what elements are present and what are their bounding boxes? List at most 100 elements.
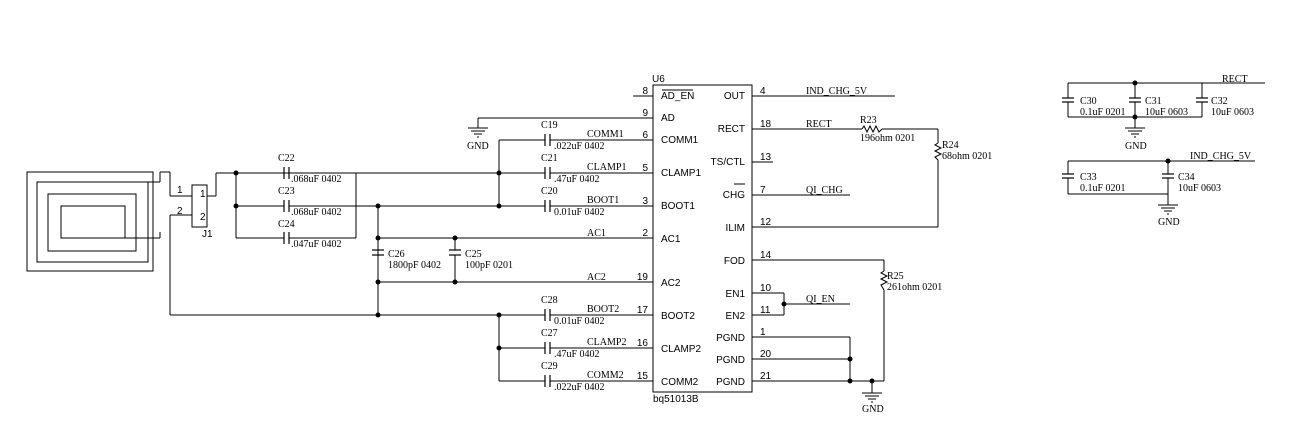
cap-c30 (1062, 97, 1074, 103)
r24-value: 68ohm 0201 (942, 151, 992, 162)
c25-ref: C25 (465, 249, 482, 260)
cap-c20 (544, 200, 551, 212)
net-label-qi-chg: QI_CHG (806, 185, 843, 196)
net-label-clamp2: CLAMP2 (587, 337, 626, 348)
net-label-rect-bank: RECT (1222, 74, 1248, 85)
pin-num-20: 20 (760, 349, 772, 360)
c31-ref: C31 (1145, 96, 1162, 107)
pin-name-ilim: ILIM (726, 223, 745, 234)
r23-value: 196ohm 0201 (860, 133, 915, 144)
pin-name-comm1: COMM1 (661, 135, 699, 146)
c32-value: 10uF 0603 (1211, 107, 1254, 118)
resistor-r23 (861, 124, 883, 134)
cap-c34 (1162, 173, 1174, 179)
r25-ref: R25 (887, 271, 904, 282)
gnd-symbol-ind (1158, 204, 1178, 215)
pin-name-ac1: AC1 (661, 234, 681, 245)
net-labels: COMM1 CLAMP1 BOOT1 AC1 AC2 BOOT2 CLAMP2 … (587, 74, 1252, 381)
c34-ref: C34 (1178, 172, 1195, 183)
cap-c21 (544, 167, 551, 179)
pin-num-7: 7 (760, 185, 766, 196)
pin-num-3: 3 (642, 196, 648, 207)
c33-ref: C33 (1080, 172, 1097, 183)
pin-name-comm2: COMM2 (661, 377, 699, 388)
pin-name-out: OUT (724, 91, 745, 102)
ic-ref: U6 (652, 74, 665, 85)
cap-c26 (372, 249, 384, 256)
pin-name-pgnd-2: PGND (716, 355, 745, 366)
cap-c19 (544, 134, 551, 146)
net-label-comm1: COMM1 (587, 129, 624, 140)
pin-num-17: 17 (637, 305, 649, 316)
ic-part-number: bq51013B (653, 394, 699, 405)
cap-c25 (449, 249, 461, 256)
c24-ref: C24 (278, 219, 295, 230)
c26-value: 1800pF 0402 (388, 260, 441, 271)
pin-num-1: 1 (760, 327, 766, 338)
gnd-label-pgnd: GND (862, 404, 884, 415)
c34-value: 10uF 0603 (1178, 183, 1221, 194)
pin-num-9: 9 (642, 108, 648, 119)
c29-value: .022uF 0402 (554, 382, 605, 393)
pin-name-ts-ctl: TS/CTL (711, 157, 746, 168)
pin-num-5: 5 (642, 163, 648, 174)
j1-ref: J1 (202, 229, 213, 240)
net-label-ind-chg-5v: IND_CHG_5V (806, 86, 868, 97)
pin-name-fod: FOD (724, 256, 745, 267)
c27-value: .47uF 0402 (554, 349, 600, 360)
pin-name-ad: AD (661, 113, 675, 124)
pin-num-16: 16 (637, 338, 649, 349)
pin-num-21: 21 (760, 371, 772, 382)
pin-num-13: 13 (760, 152, 772, 163)
c19-ref: C19 (541, 120, 558, 131)
cap-c33 (1062, 173, 1074, 179)
pin-num-18: 18 (760, 119, 772, 130)
pin-name-chg: CHG (723, 190, 745, 201)
pin-num-8: 8 (642, 86, 648, 97)
receiver-coil (26, 171, 160, 272)
resistor-r24 (933, 142, 943, 161)
junction-dots (233, 80, 1171, 384)
c21-ref: C21 (541, 153, 558, 164)
pin-num-6: 6 (642, 130, 648, 141)
gnd-symbol-ad (468, 127, 488, 138)
net-label-rect: RECT (806, 119, 832, 130)
pin-name-en2: EN2 (726, 311, 746, 322)
cap-c22 (283, 167, 290, 179)
cap-c23 (283, 200, 290, 212)
pin-name-rect: RECT (718, 124, 745, 135)
j1-pin1-label: 1 (200, 189, 206, 200)
j1-wire2-number: 2 (177, 206, 183, 217)
pin-name-en1: EN1 (726, 289, 746, 300)
j1-wire1-number: 1 (177, 185, 183, 196)
c32-ref: C32 (1211, 96, 1228, 107)
c20-value: 0.01uF 0402 (554, 207, 605, 218)
ground-labels: GND GND GND GND (467, 141, 1180, 415)
pin-name-clamp2: CLAMP2 (661, 344, 701, 355)
cap-c31 (1129, 97, 1141, 103)
c23-value: .068uF 0402 (291, 207, 342, 218)
cap-c32 (1196, 97, 1208, 103)
ic-u6: U6 bq51013B AD_EN AD COMM1 CLAMP1 BOOT1 … (637, 74, 772, 405)
connector-j1: 1 2 J1 1 2 (177, 184, 213, 240)
c24-value: .047uF 0402 (291, 239, 342, 250)
cap-c29 (544, 375, 551, 387)
net-label-comm2: COMM2 (587, 370, 624, 381)
net-label-ac2: AC2 (587, 272, 606, 283)
r25-value: 261ohm 0201 (887, 282, 942, 293)
c19-value: .022uF 0402 (554, 141, 605, 152)
pin-name-boot2: BOOT2 (661, 311, 695, 322)
c30-ref: C30 (1080, 96, 1097, 107)
gnd-label-rect: GND (1125, 141, 1147, 152)
pin-num-2: 2 (642, 228, 648, 239)
net-label-boot1: BOOT1 (587, 195, 619, 206)
c21-value: .47uF 0402 (554, 174, 600, 185)
pin-num-19: 19 (637, 272, 649, 283)
gnd-symbol-pgnd (862, 392, 882, 403)
c27-ref: C27 (541, 328, 558, 339)
c33-value: 0.1uF 0201 (1080, 183, 1126, 194)
gnd-label-ind: GND (1158, 217, 1180, 228)
pin-num-14: 14 (760, 250, 772, 261)
net-label-clamp1: CLAMP1 (587, 162, 626, 173)
